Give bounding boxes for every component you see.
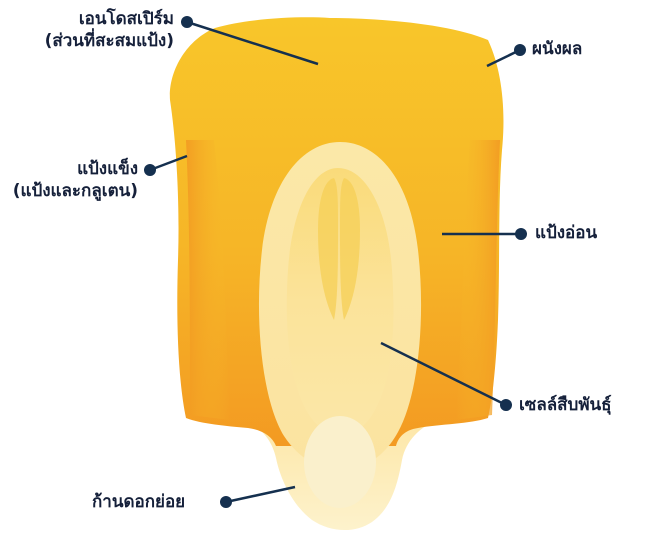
label-hard-starch-line1: แป้งแข็ง [2, 158, 138, 180]
tip-cap-ellipse [304, 416, 376, 508]
leader-tip-cap [220, 487, 295, 508]
label-tip-cap: ก้านดอกย่อย [92, 491, 185, 513]
label-pericarp-text: ผนังผล [532, 39, 582, 59]
label-endosperm-line1: เอนโดสเปิร์ม [2, 8, 174, 30]
label-hard-starch: แป้งแข็ง (แป้งและกลูเตน) [2, 158, 138, 202]
label-germ: เซลล์สืบพันธุ์ [519, 394, 612, 416]
label-soft-starch-text: แป้งอ่อน [535, 223, 597, 243]
label-endosperm-line2: (ส่วนที่สะสมแป้ง) [2, 30, 174, 52]
label-pericarp: ผนังผล [532, 38, 582, 60]
label-endosperm: เอนโดสเปิร์ม (ส่วนที่สะสมแป้ง) [2, 8, 174, 52]
label-soft-starch: แป้งอ่อน [535, 222, 597, 244]
label-hard-starch-line2: (แป้งและกลูเตน) [2, 180, 138, 202]
label-germ-text: เซลล์สืบพันธุ์ [519, 395, 612, 415]
label-tip-cap-text: ก้านดอกย่อย [92, 492, 185, 512]
